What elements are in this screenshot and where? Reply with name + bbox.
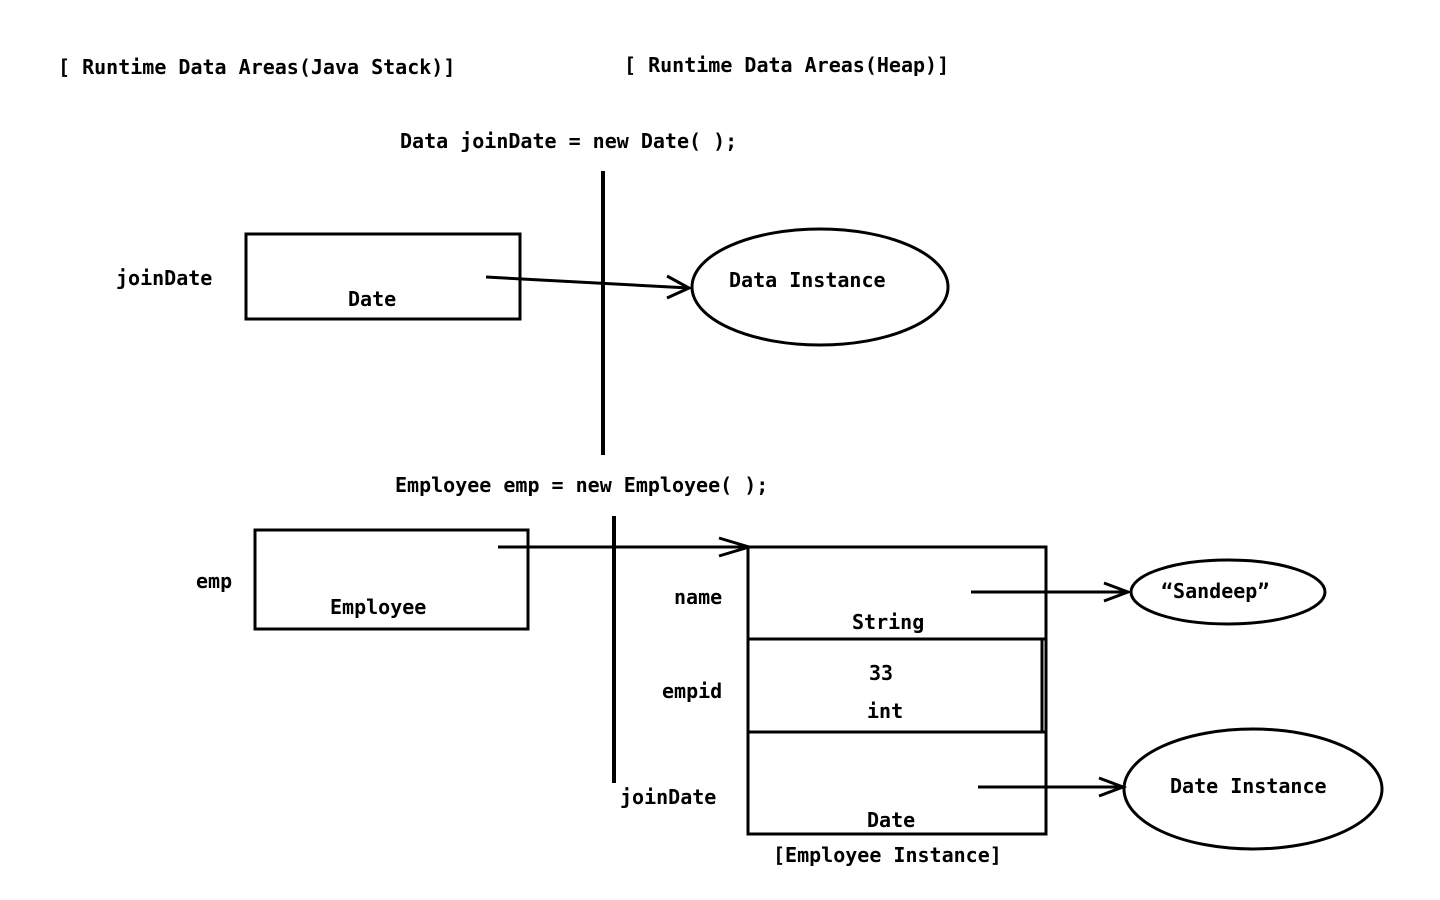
emp-variable-label: emp [196, 569, 232, 593]
join-date-reference-arrow [485, 275, 690, 290]
join-date-reference-type: Date [348, 287, 396, 311]
stack-area-header: [ Runtime Data Areas(Java Stack)] [58, 55, 455, 79]
employee-code-line: Employee emp = new Employee( ); [395, 473, 768, 497]
field-empid-type: int [867, 699, 903, 723]
field-join-date-type: Date [867, 808, 915, 832]
emp-reference-box [253, 528, 530, 631]
field-empid-value: 33 [869, 661, 893, 685]
data-instance-label: Data Instance [729, 268, 886, 292]
employee-instance-box [746, 545, 1048, 836]
name-arrow-head [1103, 581, 1133, 603]
field-empid-label: empid [662, 679, 722, 703]
emp-reference-type: Employee [330, 595, 426, 619]
date-instance-label: Date Instance [1170, 774, 1327, 798]
join-date-arrow-head [666, 274, 693, 300]
date-instance-object [1122, 727, 1384, 851]
data-instance-object [690, 227, 950, 347]
heap-area-header: [ Runtime Data Areas(Heap)] [624, 53, 949, 77]
date-code-line: Data joinDate = new Date( ); [400, 129, 737, 153]
sandeep-string-label: “Sandeep” [1161, 579, 1269, 603]
employee-instance-caption: [Employee Instance] [773, 843, 1002, 867]
join-date-reference-box [244, 232, 522, 321]
sandeep-string-object [1129, 558, 1327, 626]
field-name-type: String [852, 610, 924, 634]
join-date-variable-label: joinDate [116, 266, 212, 290]
field-name-label: name [674, 585, 722, 609]
field-join-date-label: joinDate [620, 785, 716, 809]
